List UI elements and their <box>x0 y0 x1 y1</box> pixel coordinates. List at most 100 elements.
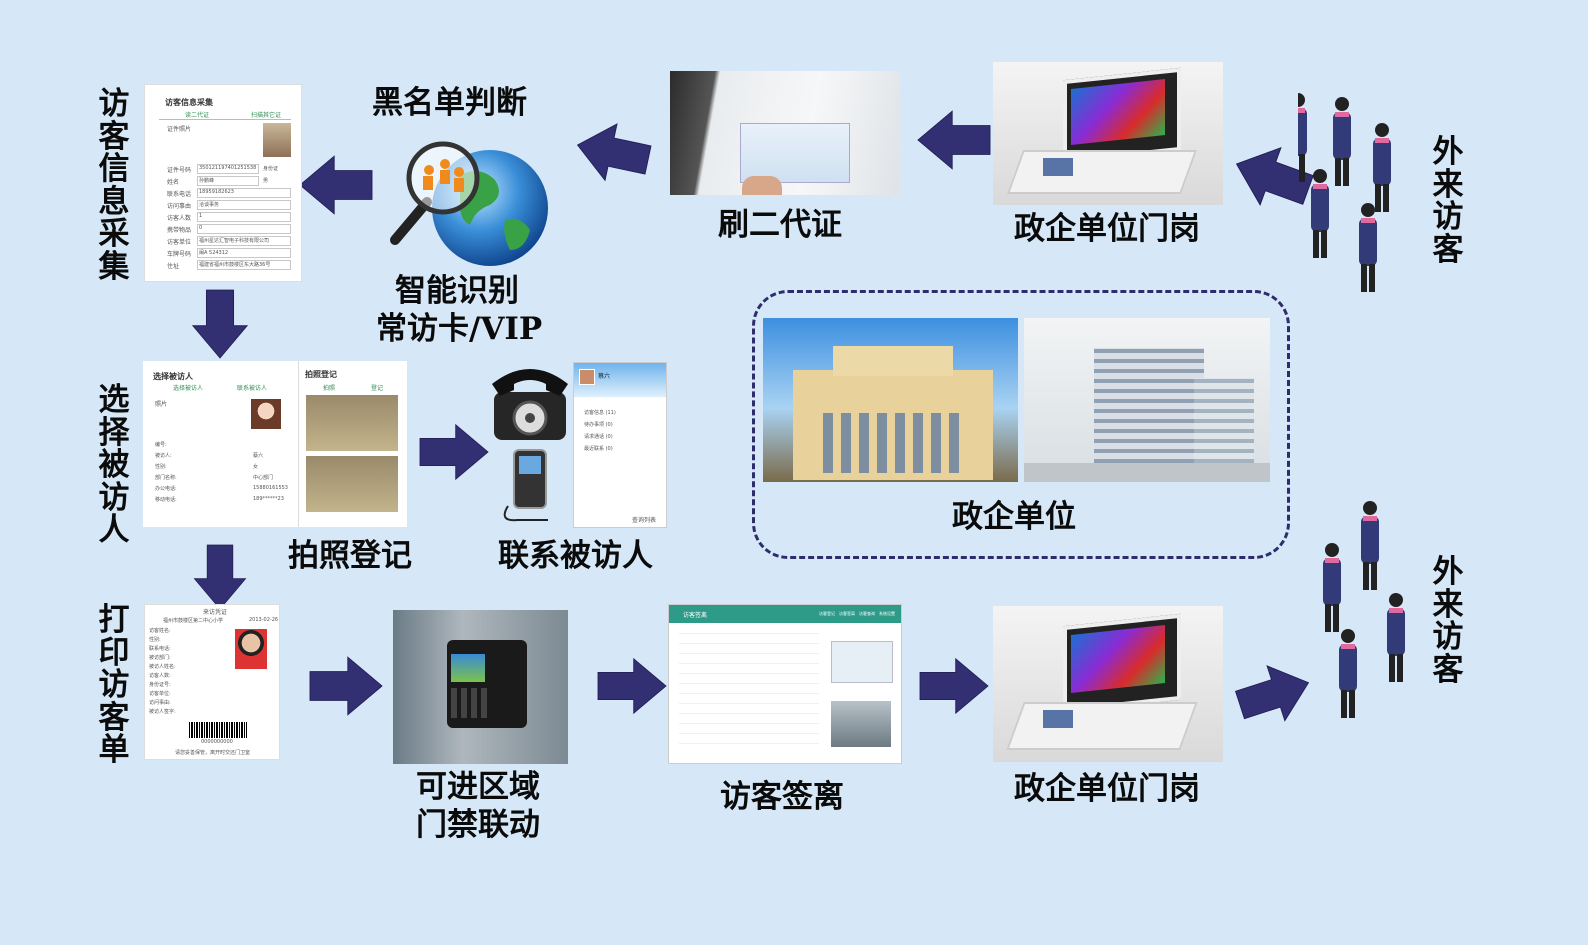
read-id-button[interactable]: 读二代证 <box>185 112 210 119</box>
slip-unit: 福州市鼓楼区第二中心小学 <box>163 618 224 624</box>
form-field-input[interactable] <box>197 236 291 246</box>
label-gov-unit: 政企单位 <box>952 499 1076 535</box>
form-field-label: 访问事由 <box>167 203 192 210</box>
label-visitors-bottom: 外来访客 <box>1432 554 1464 688</box>
slip-field-label: 被访部门: <box>149 655 171 661</box>
slip-field-label: 身份证号: <box>149 682 171 688</box>
form-field-value: 洽谈事务 <box>199 202 220 208</box>
form-field-input[interactable] <box>197 212 291 222</box>
label-access-zone-1: 可进区域 <box>416 769 540 805</box>
slip-field-label: 访问事由: <box>149 700 171 706</box>
host-field-label: 编号: <box>155 442 167 448</box>
contact-list-item: 请求通话 (0) <box>584 434 613 440</box>
checkout-header: 访客签离 <box>683 612 708 619</box>
id-card-reader-photo <box>670 71 900 195</box>
checkout-camera <box>831 701 891 747</box>
slip-barcode <box>189 722 247 738</box>
form-field-value: 1 <box>199 213 203 219</box>
contact-avatar <box>579 369 595 385</box>
form-field-input[interactable] <box>197 248 291 258</box>
slip-field-label: 访客单位: <box>149 691 171 697</box>
mobile-phone-icon <box>503 449 548 522</box>
form-field-label: 联系电话 <box>167 191 192 198</box>
host-field-value: 蔡六 <box>253 453 264 459</box>
contact-list-item: 最近联系 (0) <box>584 446 613 452</box>
label-select-host: 选择被访人 <box>98 382 130 549</box>
gov-building-1-photo <box>763 318 1018 482</box>
select-host-title: 选择被访人 <box>153 372 193 381</box>
select-host-screen: 选择被访人 选择被访人 联系被访人 照片 编号:被访人:蔡六性别:女部门名称:中… <box>143 361 407 527</box>
checkout-screen: 访客签离 访客登记访客签离访客查询系统设置 <box>668 604 902 764</box>
host-field-label: 部门名称: <box>155 475 177 481</box>
slip-date: 2013-02-26 <box>249 617 279 623</box>
host-field-value: 15880161553 <box>253 485 288 491</box>
host-field-value: 女 <box>253 464 259 470</box>
contact-list-item: 访客信息 (11) <box>584 410 616 416</box>
form-field-input[interactable] <box>197 224 291 234</box>
slip-field-label: 性别: <box>149 637 161 643</box>
checkout-nav-item[interactable]: 访客查询 <box>859 611 875 616</box>
checkout-id-card <box>831 641 893 683</box>
arrow-blacklist-to-form <box>299 155 373 215</box>
form-title: 访客信息采集 <box>165 98 213 107</box>
door-access-photo <box>393 610 568 764</box>
arrow-swipe-to-blacklist <box>571 116 655 189</box>
host-field-label: 移动电话: <box>155 497 177 503</box>
take-photo-button[interactable]: 拍照 <box>323 385 336 392</box>
slip-field-label: 访客人数: <box>149 673 171 679</box>
form-field-label: 姓名 <box>167 179 180 186</box>
host-field-label: 被访人: <box>155 453 172 459</box>
checkout-form-area <box>679 633 819 753</box>
form-field-input[interactable] <box>197 260 291 270</box>
checkout-nav-item[interactable]: 系统设置 <box>879 611 895 616</box>
host-field-value: 189******23 <box>253 496 284 502</box>
slip-field-label: 被访人签字: <box>149 709 176 715</box>
contact-list-item: 待办事项 (0) <box>584 422 613 428</box>
register-button[interactable]: 登记 <box>371 385 384 392</box>
scan-other-button[interactable]: 扫描其它证 <box>251 112 282 119</box>
slip-footer: 请您妥善保管，离开时交还门卫室 <box>175 750 251 756</box>
host-field-value: 中心部门 <box>253 475 274 481</box>
telephone-icon <box>492 369 568 440</box>
checkout-nav-item[interactable]: 访客签离 <box>839 611 855 616</box>
id-photo-label: 证件照片 <box>167 126 192 133</box>
select-host-button[interactable]: 选择被访人 <box>173 385 204 392</box>
host-photo <box>251 399 281 429</box>
form-field-label: 访客人数 <box>167 215 192 222</box>
form-field-value: 福州星达汇智电子科技有限公司 <box>199 238 270 244</box>
contact-footer-button[interactable]: 查询列表 <box>632 517 657 524</box>
slip-photo <box>235 629 267 669</box>
label-checkout: 访客签离 <box>720 779 844 815</box>
form-field-input[interactable] <box>197 188 291 198</box>
form-field-value: 闽A 524312 <box>199 250 229 256</box>
form-field-input[interactable] <box>197 164 259 174</box>
form-field-value: 350121197401251538 <box>199 165 257 171</box>
host-field-label: 办公电话: <box>155 486 177 492</box>
arrow-form-to-select <box>192 289 248 359</box>
arrow-door-to-checkout <box>597 658 667 714</box>
label-gate-bottom: 政企单位门岗 <box>1014 771 1200 807</box>
form-field-value: 孙鹏峰 <box>199 178 215 184</box>
magnifier-globe-icon <box>390 141 548 266</box>
host-field-label: 性别: <box>155 464 167 470</box>
arrow-print-to-door <box>309 656 383 716</box>
form-field-select: 男 <box>263 178 269 184</box>
label-vip-card: 常访卡/VIP <box>376 311 543 347</box>
label-swipe-id: 刷二代证 <box>718 207 842 243</box>
slip-field-label: 联系电话: <box>149 646 171 652</box>
gov-unit-box <box>752 290 1290 559</box>
slip-barcode-number: 0000000000 <box>201 739 233 745</box>
checkout-nav-item[interactable]: 访客登记 <box>819 611 835 616</box>
label-access-zone-2: 门禁联动 <box>416 807 540 843</box>
label-print-slip: 打印访客单 <box>98 602 130 769</box>
contact-host-button[interactable]: 联系被访人 <box>237 385 268 392</box>
contact-app-screen: 蔡六 访客信息 (11)待办事项 (0)请求通话 (0)最近联系 (0) 查询列… <box>573 362 667 528</box>
form-field-value: 福建省福州市鼓楼区东大路36号 <box>199 262 271 268</box>
form-field-input[interactable] <box>197 176 259 186</box>
kiosk-top-photo <box>993 62 1223 205</box>
arrow-gate-to-visitors <box>1230 654 1318 733</box>
form-field-input[interactable] <box>197 200 291 210</box>
visitors-group-top-icon <box>1298 93 1391 292</box>
label-visitors-top: 外来访客 <box>1432 134 1464 268</box>
visitor-slip-screen: 来访凭证 福州市鼓楼区第二中心小学 2013-02-26 访客姓名:性别:联系电… <box>144 604 280 760</box>
